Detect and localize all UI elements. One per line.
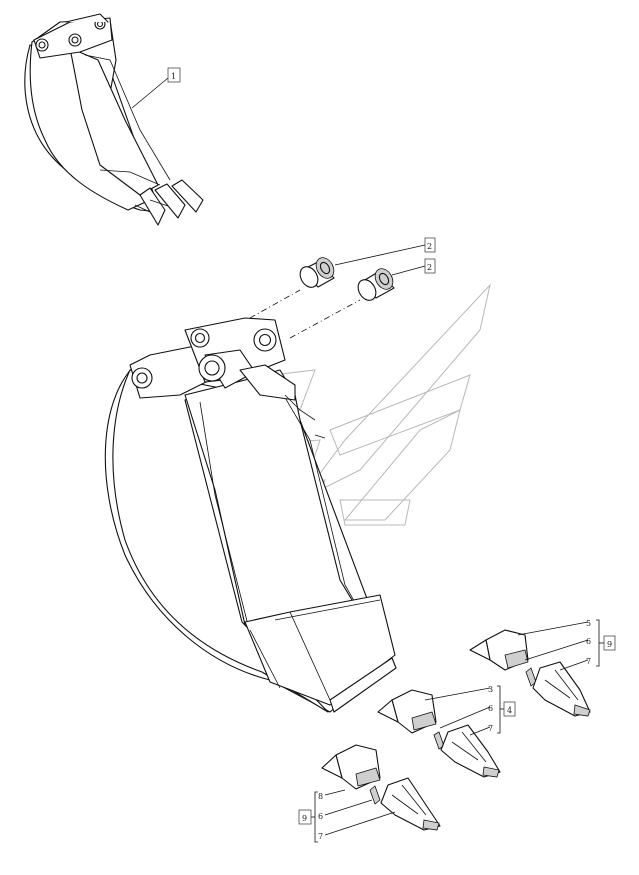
callout-box	[424, 237, 436, 253]
callout-box	[424, 258, 436, 274]
callout-2b: 2	[427, 263, 432, 272]
tooth-adapter-icon	[469, 629, 529, 671]
callout-box	[503, 701, 516, 717]
callout-r1-mid: 6	[586, 637, 591, 646]
callout-r3-top: 8	[318, 792, 323, 801]
bucket-tooth-icon	[380, 777, 441, 831]
retaining-pin-icon	[369, 785, 381, 805]
callout-box	[298, 809, 312, 825]
bucket-tooth-icon	[440, 724, 501, 778]
callout-r3-group: 9	[302, 814, 307, 823]
callout-r1-top: 5	[586, 619, 591, 628]
callout-box	[167, 67, 181, 83]
bushing-icon	[357, 268, 395, 301]
callout-r2-top: 3	[488, 685, 493, 694]
bushing-icon	[299, 257, 335, 288]
callout-box	[603, 635, 616, 651]
tooth-adapter-icon	[321, 744, 381, 790]
bucket-assembly-icon	[24, 13, 204, 226]
callout-r3-mid: 6	[318, 812, 323, 821]
callout-r2-bot: 7	[488, 724, 493, 733]
callout-r1-bot: 7	[586, 657, 591, 666]
callout-r2-mid: 6	[488, 704, 493, 713]
callout-r1-group: 9	[607, 640, 612, 649]
tooth-adapter-icon	[377, 689, 437, 734]
callout-r2-group: 4	[507, 706, 512, 715]
bucket-tooth-icon	[532, 661, 591, 717]
callout-2a: 2	[427, 242, 432, 251]
callout-r3-bot: 7	[318, 832, 323, 841]
bucket-exploded-icon	[104, 317, 397, 713]
callout-1: 1	[171, 72, 176, 81]
